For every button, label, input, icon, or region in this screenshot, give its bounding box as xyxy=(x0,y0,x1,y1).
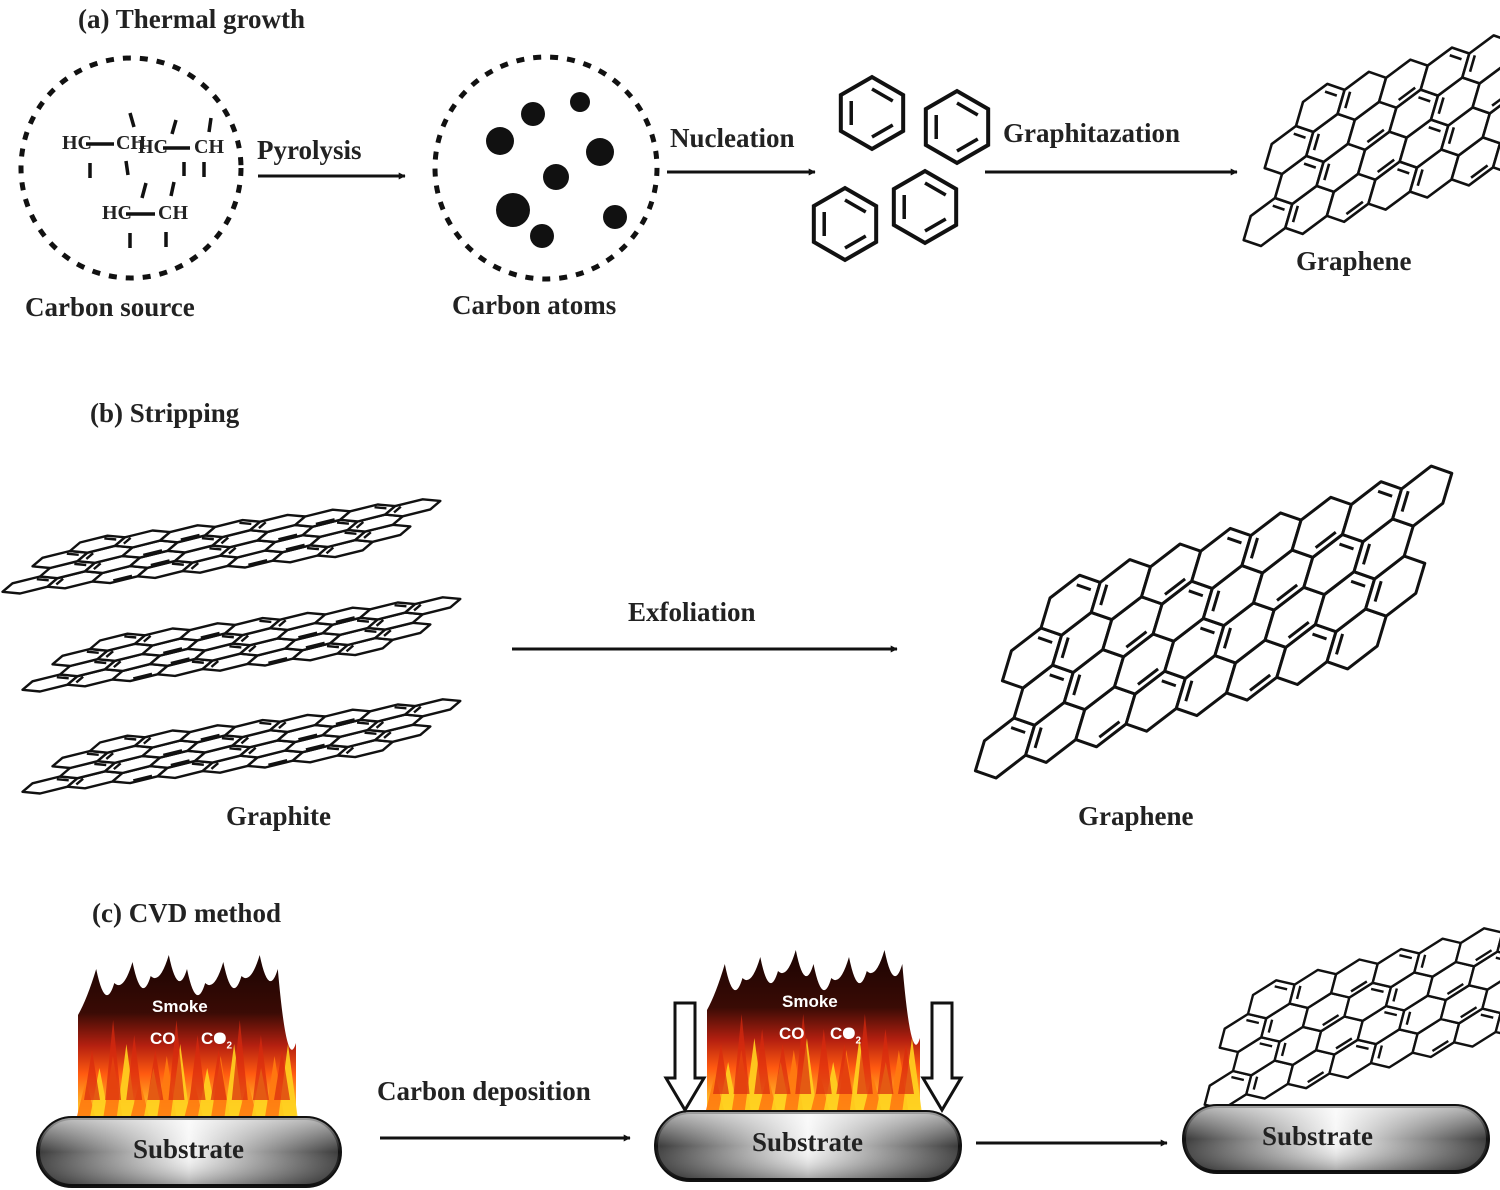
co2-label-2: CO2 xyxy=(830,1024,862,1047)
carbon-atom-8 xyxy=(530,224,554,248)
bond-11 xyxy=(140,182,148,199)
chem-hc-2: HC xyxy=(138,136,168,158)
chem-ch-1: CH xyxy=(116,132,146,154)
hexagon-22 xyxy=(1471,66,1500,115)
benzene-ring-3 xyxy=(811,185,879,263)
chem-ch-3: CH xyxy=(158,202,188,224)
hexagon-14 xyxy=(1481,104,1500,145)
carbon-atom-4 xyxy=(586,138,614,166)
graphite-layer-1 xyxy=(1,498,442,595)
flame-1 xyxy=(76,955,298,1120)
graphite-layers xyxy=(1,498,462,795)
benzene-ring-4 xyxy=(891,168,959,246)
cvd-illustration xyxy=(36,950,1490,1188)
section-c-title: (c) CVD method xyxy=(92,898,281,928)
bond-8 xyxy=(124,160,130,176)
caption-graphene-a: Graphene xyxy=(1296,246,1412,276)
hexagon-34 xyxy=(1496,937,1500,954)
smoke-label-1: Smoke xyxy=(152,997,208,1016)
chem-hc-1: HC xyxy=(62,132,92,154)
carbon-atom-5 xyxy=(543,164,569,190)
step-nucleation: Nucleation xyxy=(670,123,795,153)
section-b-title: (b) Stripping xyxy=(90,398,240,428)
bond-12 xyxy=(169,181,176,197)
hexagon-29 xyxy=(1461,34,1500,85)
carbon-source-molecule xyxy=(86,112,213,248)
caption-carbon-atoms: Carbon atoms xyxy=(452,290,617,320)
carbon-atom-dots xyxy=(486,92,627,248)
hexagon-16 xyxy=(1481,980,1500,1015)
hexagon-1 xyxy=(1242,196,1294,248)
carbon-atoms-circle xyxy=(432,54,660,282)
bond-4 xyxy=(128,112,136,128)
hexagon-32 xyxy=(1391,464,1454,528)
hexagon-8 xyxy=(1494,1012,1500,1035)
co2-dot-1 xyxy=(215,1033,225,1043)
step-exfoliation: Exfoliation xyxy=(628,597,756,627)
bond-6 xyxy=(207,117,213,133)
carbon-atom-1 xyxy=(521,102,545,126)
step-pyrolysis: Pyrolysis xyxy=(257,135,362,165)
benzene-ring-2 xyxy=(923,88,991,166)
dashed-circles xyxy=(18,54,660,282)
graphite-layer-2 xyxy=(21,596,462,693)
smoke-label-2: Smoke xyxy=(782,992,838,1011)
benzene-rings xyxy=(811,74,991,263)
graphene-sheets xyxy=(973,34,1500,1111)
hexagon-1 xyxy=(973,716,1037,780)
caption-graphene-b: Graphene xyxy=(1078,801,1194,831)
carbon-atom-3 xyxy=(486,127,514,155)
caption-carbon-source: Carbon source xyxy=(25,292,195,322)
graphene-sheet-c xyxy=(1203,927,1500,1111)
substrate-3 xyxy=(1182,1104,1490,1174)
step-carbon-deposition: Carbon deposition xyxy=(377,1076,591,1106)
flame-2 xyxy=(705,950,922,1114)
substrate-1 xyxy=(36,1116,342,1188)
down-arrow-left xyxy=(663,1001,707,1113)
carbon-atom-7 xyxy=(603,205,627,229)
chem-hc-3: HC xyxy=(102,202,132,224)
section-a-title: (a) Thermal growth xyxy=(78,4,305,34)
graphene-sheet-b xyxy=(973,464,1454,780)
co-label-2: CO xyxy=(779,1024,805,1043)
down-arrow-right xyxy=(920,1001,964,1113)
substrate-label-1: Substrate xyxy=(133,1134,245,1164)
substrate-2 xyxy=(654,1110,962,1182)
hexagon-32 xyxy=(384,498,442,518)
carbon-atom-2 xyxy=(570,92,590,112)
hexagon-1 xyxy=(1203,1069,1253,1111)
carbon-source-circle xyxy=(18,55,244,281)
hexagon-32 xyxy=(404,698,462,718)
step-graphitazation: Graphitazation xyxy=(1003,118,1181,148)
substrate-label-2: Substrate xyxy=(752,1127,864,1157)
co2-dot-2 xyxy=(844,1028,854,1038)
hexagon-7 xyxy=(1491,141,1500,172)
bond-5 xyxy=(170,119,178,135)
hexagon-32 xyxy=(404,596,462,616)
graphene-sheet-a xyxy=(1242,34,1500,248)
caption-graphite: Graphite xyxy=(226,801,331,831)
process-arrows xyxy=(258,168,1238,1147)
chem-ch-2: CH xyxy=(194,136,224,158)
co-label-1: CO xyxy=(150,1029,176,1048)
carbon-atom-6 xyxy=(496,193,530,227)
graphite-layer-3 xyxy=(21,698,462,795)
substrate-label-3: Substrate xyxy=(1262,1121,1374,1151)
benzene-ring-1 xyxy=(838,74,906,152)
co2-label-1: CO2 xyxy=(201,1029,233,1052)
